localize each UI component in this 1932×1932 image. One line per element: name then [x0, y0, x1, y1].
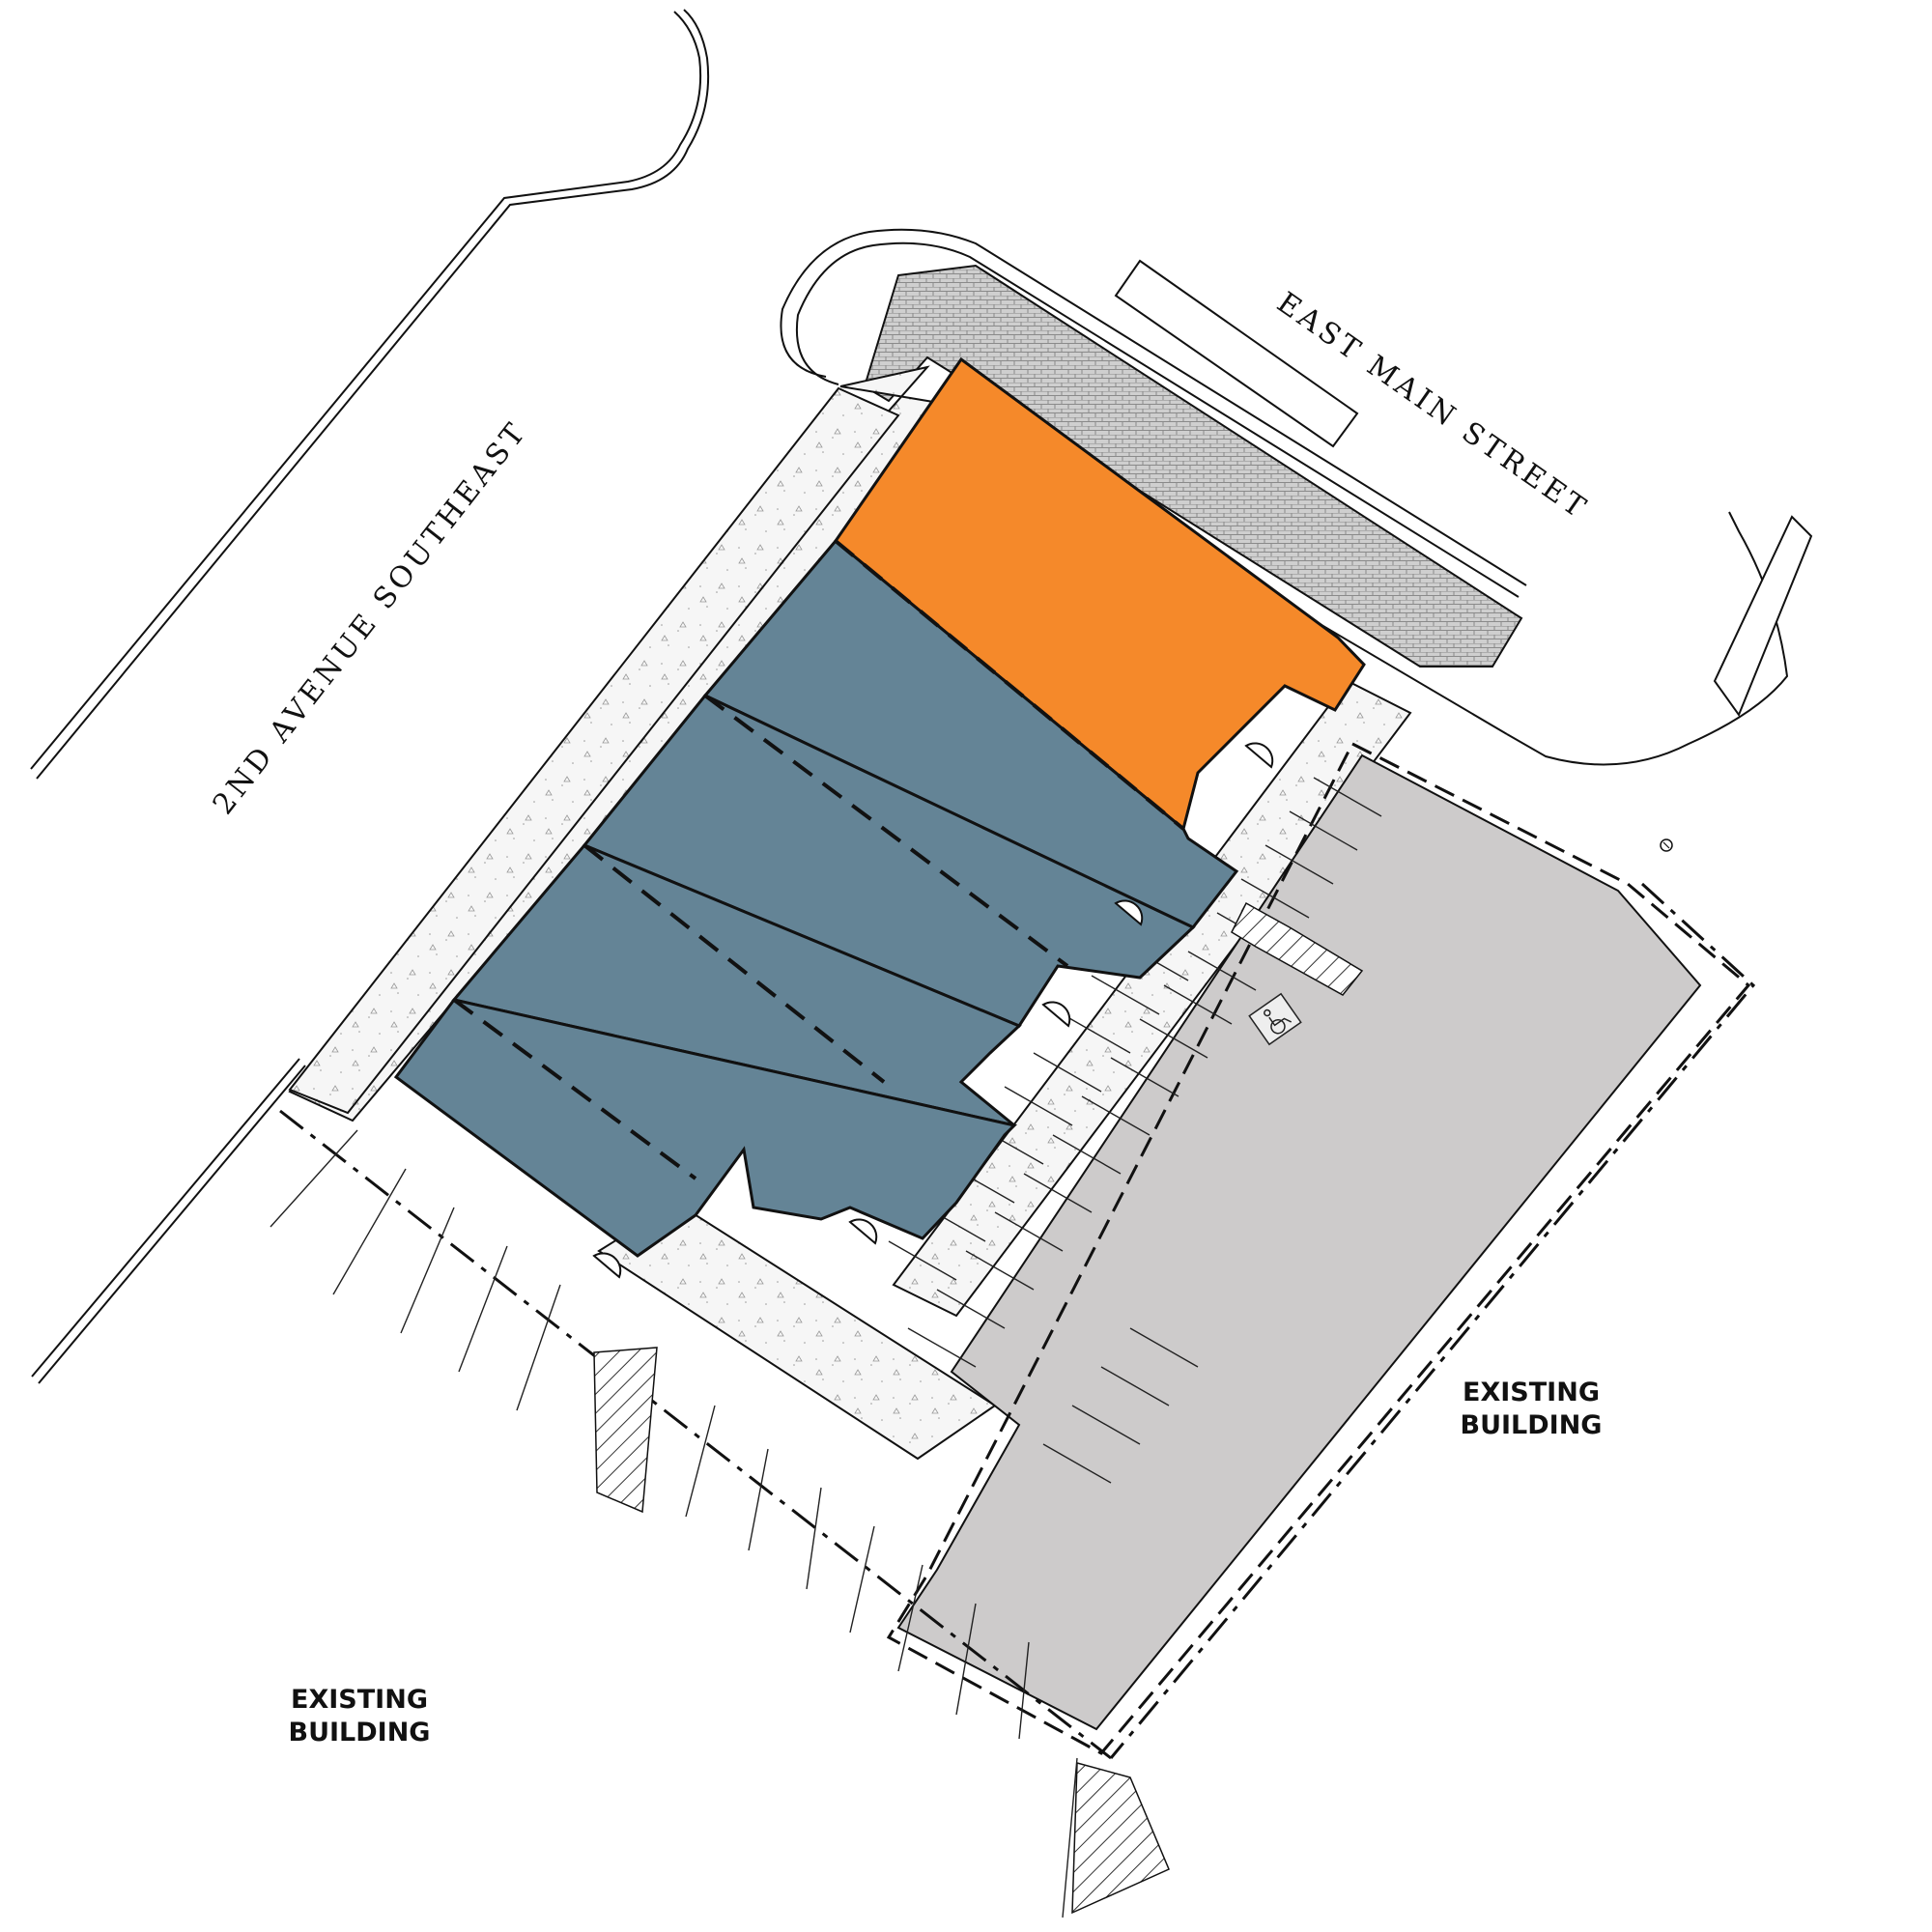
existing-building-label-east: EXISTING BUILDING [1425, 1377, 1637, 1442]
property-line [279, 1109, 1112, 1760]
existing-building-line2: BUILDING [1460, 1410, 1603, 1440]
parking-lot-outline [886, 741, 1751, 1755]
door-swings [592, 742, 1274, 1279]
accessible-aisle [1231, 901, 1364, 996]
parking-sidewalk [892, 679, 1412, 1318]
median-island-east [1713, 515, 1813, 718]
avenue-sidewalk-band [288, 386, 900, 1115]
corner-curb [780, 228, 1527, 586]
avenue-road-edge [30, 9, 710, 1384]
existing-building-line1: EXISTING [291, 1685, 428, 1715]
tenant-unit-4 [393, 998, 1017, 1258]
existing-building-line1: EXISTING [1463, 1378, 1600, 1407]
existing-building-lines [270, 1129, 1078, 1918]
existing-building-line2: BUILDING [288, 1718, 431, 1747]
parking-lot [896, 753, 1702, 1731]
wheelchair-icon [1248, 992, 1302, 1046]
north-arrow-icon [1660, 838, 1673, 852]
existing-building-label-south: EXISTING BUILDING [253, 1684, 466, 1749]
median-island [1114, 259, 1359, 448]
existing-building-hatch [593, 1347, 658, 1514]
property-line-east [1109, 882, 1756, 1759]
avenue-label: 2ND AVENUE SOUTHEAST [207, 414, 534, 821]
demising-lines [452, 539, 1185, 1180]
existing-building-hatch-2 [1071, 1762, 1170, 1915]
